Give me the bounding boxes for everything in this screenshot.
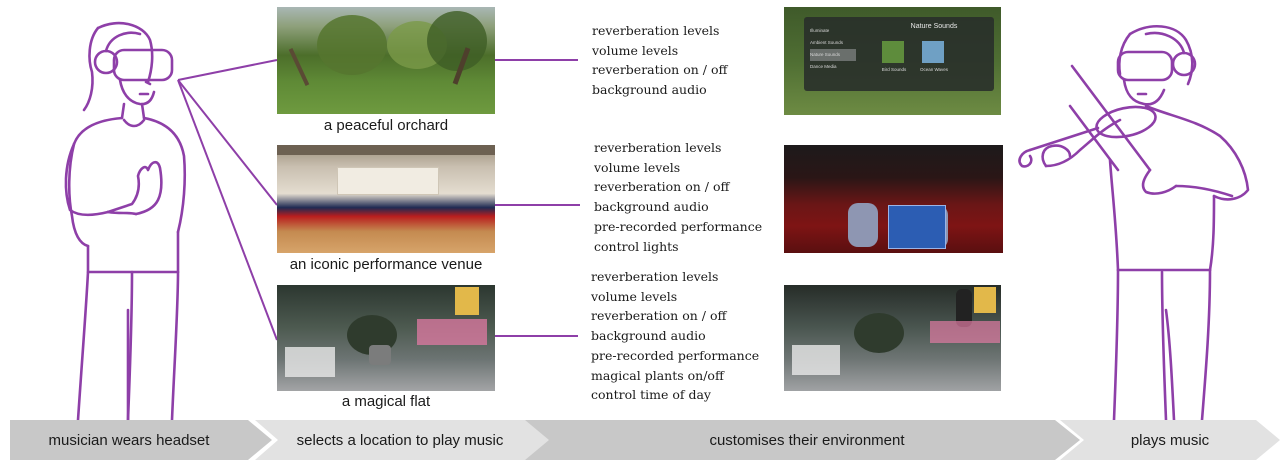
ocean-waves-label: Ocean Waves <box>919 67 949 72</box>
flat-vr-screenshot <box>784 285 1001 391</box>
option-item: volume levels <box>592 42 679 58</box>
vr-menu-item[interactable]: Illuminate <box>810 28 830 33</box>
violinist-playing-music-illustration <box>1018 24 1250 422</box>
option-item: control time of day <box>591 387 711 403</box>
vr-menu-panel: Nature Sounds Illuminate Ambient Sounds … <box>804 17 994 91</box>
option-item: pre-recorded performance <box>591 347 760 363</box>
vr-control-panel[interactable] <box>888 205 946 249</box>
option-item: reverberation levels <box>594 140 722 155</box>
option-item: magical plants on/off <box>591 367 724 383</box>
vr-menu-sidebar: Illuminate Ambient Sounds Nature Sounds … <box>810 25 856 73</box>
process-step-3: customises their environment <box>709 431 905 449</box>
ocean-waves-tile[interactable] <box>922 41 944 63</box>
left-hand-icon <box>848 203 878 247</box>
option-item: reverberation on / off <box>592 62 728 78</box>
option-item: volume levels <box>591 288 678 304</box>
option-item: control lights <box>594 238 679 254</box>
process-step-2-shape <box>255 420 552 460</box>
connector-headset-flat <box>177 79 278 341</box>
connector-headset-venue <box>177 79 278 206</box>
process-step-4: plays music <box>1130 431 1210 449</box>
option-item: reverberation on / off <box>591 308 727 324</box>
option-item: reverberation levels <box>592 23 720 38</box>
magical-flat-caption: a magical flat <box>341 393 431 410</box>
vr-menu-item-selected[interactable]: Nature Sounds <box>810 49 856 61</box>
orchard-vr-menu-screenshot: Nature Sounds Illuminate Ambient Sounds … <box>784 7 1001 115</box>
bird-sounds-label: Bird Sounds <box>881 67 907 72</box>
musician-with-headset-illustration <box>64 21 187 422</box>
process-step-1-shape <box>10 420 272 460</box>
magical-flat-scene-image <box>277 285 495 391</box>
option-item: reverberation levels <box>591 269 719 284</box>
option-item: pre-recorded performance <box>594 218 763 234</box>
vr-menu-item[interactable]: Dance Media <box>810 64 837 69</box>
vr-menu-title: Nature Sounds <box>910 23 958 30</box>
performance-venue-scene-image <box>277 145 495 253</box>
process-step-3-shape <box>525 420 1080 460</box>
option-item: background audio <box>591 328 706 344</box>
process-step-4-shape <box>1060 420 1280 460</box>
vr-menu-item[interactable]: Ambient Sounds <box>810 40 844 45</box>
flat-options-list: reverberation levels volume levels rever… <box>591 267 759 405</box>
process-step-1: musician wears headset <box>48 431 210 449</box>
orchard-options-list: reverberation levels volume levels rever… <box>592 21 727 100</box>
option-item: volume levels <box>594 159 681 175</box>
venue-options-list: reverberation levels volume levels rever… <box>594 138 762 256</box>
venue-vr-hands-screenshot <box>784 145 1003 253</box>
process-step-2: selects a location to play music <box>296 431 504 449</box>
performance-venue-caption: an iconic performance venue <box>289 256 483 273</box>
option-item: reverberation on / off <box>594 179 730 195</box>
orchard-caption: a peaceful orchard <box>323 117 449 134</box>
connector-headset-orchard <box>177 59 278 81</box>
bird-sounds-tile[interactable] <box>882 41 904 63</box>
process-arrow-bar <box>10 420 1280 460</box>
option-item: background audio <box>592 82 707 98</box>
orchard-scene-image <box>277 7 495 114</box>
option-item: background audio <box>594 199 709 215</box>
